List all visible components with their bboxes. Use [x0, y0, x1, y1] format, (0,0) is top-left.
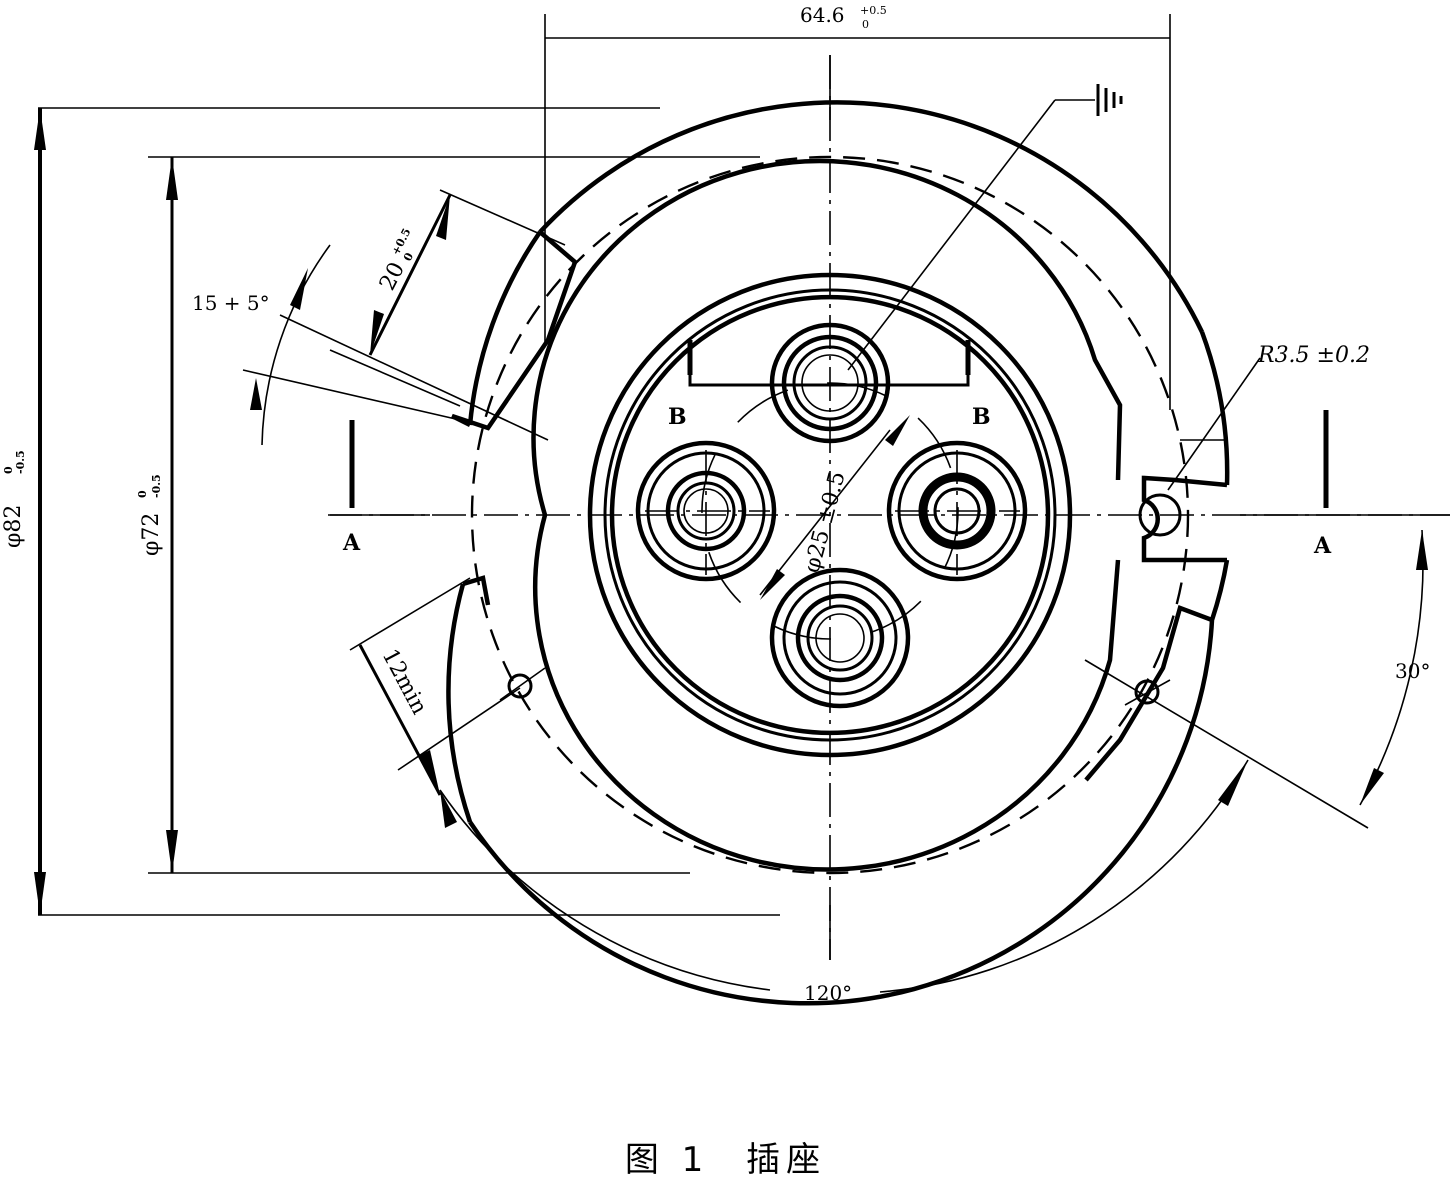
center-lines [328, 55, 1450, 960]
dim-radius: R3.5 ±0.2 [1167, 343, 1370, 491]
dim-min-label: 12min [377, 645, 432, 719]
dim-width-tol-lower: 0 [862, 18, 869, 31]
pitch-circle [701, 382, 959, 640]
dim-angle-120-label: 120° [804, 981, 852, 1005]
dim-width-label: 64.6 [800, 3, 845, 27]
dim-outer-dia-label: φ82 [1, 505, 26, 548]
dim-inner-dia-tol-lower: -0.5 [150, 474, 163, 498]
dim-key-width-label: 20 [375, 258, 410, 294]
figure-title: 插座 [746, 1140, 827, 1180]
key-notch-upper-left [450, 230, 578, 431]
outer-contour [446, 100, 1230, 1006]
dim-pitch-dia-label: φ25 ±0.5 [800, 469, 851, 576]
dim-radius-label: R3.5 ±0.2 [1257, 343, 1370, 368]
dim-inner-dia-tol-upper: 0 [136, 490, 149, 498]
dim-inner-diameter: φ72 0 -0.5 [136, 156, 760, 874]
ground-symbol-icon [1096, 84, 1123, 116]
dim-width: 64.6 +0.5 0 [544, 3, 1171, 410]
figure-number: 图 1 [624, 1140, 710, 1180]
pin-bottom [769, 567, 911, 709]
dim-outer-dia-tol-lower: -0.5 [14, 450, 27, 474]
dim-key-angle: 15 + 5° [192, 244, 549, 446]
fixing-hole-right [1134, 679, 1160, 705]
dim-angle-30-label: 30° [1395, 659, 1430, 683]
dim-min-width: 12min [349, 577, 521, 796]
dim-width-tol-upper: +0.5 [860, 4, 887, 17]
key-notch-lower-left [462, 575, 491, 606]
fixing-hole-left [507, 673, 533, 699]
section-markers: A A B B [342, 340, 1332, 559]
key-notch-lower-right [1084, 605, 1213, 782]
section-a-right: A [1313, 533, 1332, 559]
dim-key-width: 20 +0.5 0 [329, 189, 566, 407]
dim-key-angle-label: 15 + 5° [192, 291, 270, 315]
dim-angle-120: 120° [439, 759, 1249, 1005]
dim-outer-diameter: φ82 0 -0.5 [1, 107, 780, 916]
figure-caption: 图 1 插座 [0, 1132, 1451, 1181]
ground-leader [847, 84, 1123, 371]
dim-key-width-tol-lower: 0 [401, 250, 416, 263]
dim-outer-dia-tol-upper: 0 [2, 466, 15, 474]
section-b-right: B [972, 404, 991, 430]
inner-contour [531, 158, 1123, 872]
section-b-left: B [668, 404, 687, 430]
dim-inner-dia-label: φ72 [139, 513, 164, 556]
key-notch-right [1141, 475, 1228, 563]
dim-key-width-tol-upper: +0.5 [389, 226, 413, 257]
section-a-left: A [342, 530, 361, 556]
fixing-holes [499, 667, 1171, 706]
dim-angle-30: 30° [1084, 529, 1430, 829]
